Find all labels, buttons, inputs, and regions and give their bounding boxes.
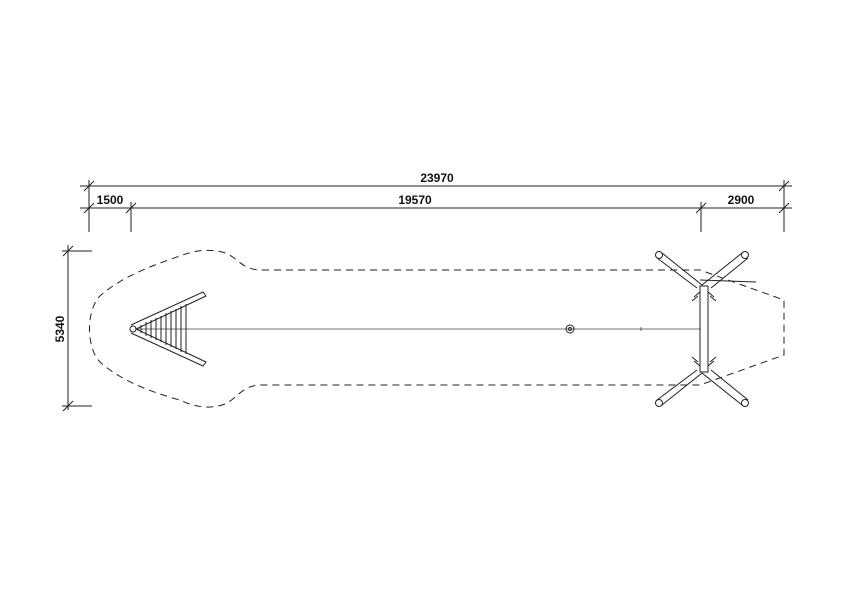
start-ladder — [129, 291, 207, 367]
width-dimension: 5340 — [53, 245, 92, 412]
overall-dimension: 23970 — [80, 171, 792, 232]
safety-zone-outline — [89, 249, 785, 408]
overall-length-label: 23970 — [420, 171, 454, 185]
trolley-marker — [565, 324, 575, 334]
right-offset-label: 2900 — [728, 193, 755, 207]
segment-dimensions: 1500 19570 2900 — [80, 193, 792, 232]
left-offset-label: 1500 — [97, 193, 124, 207]
main-span-label: 19570 — [398, 193, 432, 207]
width-label: 5340 — [53, 315, 67, 342]
end-tower — [655, 251, 757, 407]
